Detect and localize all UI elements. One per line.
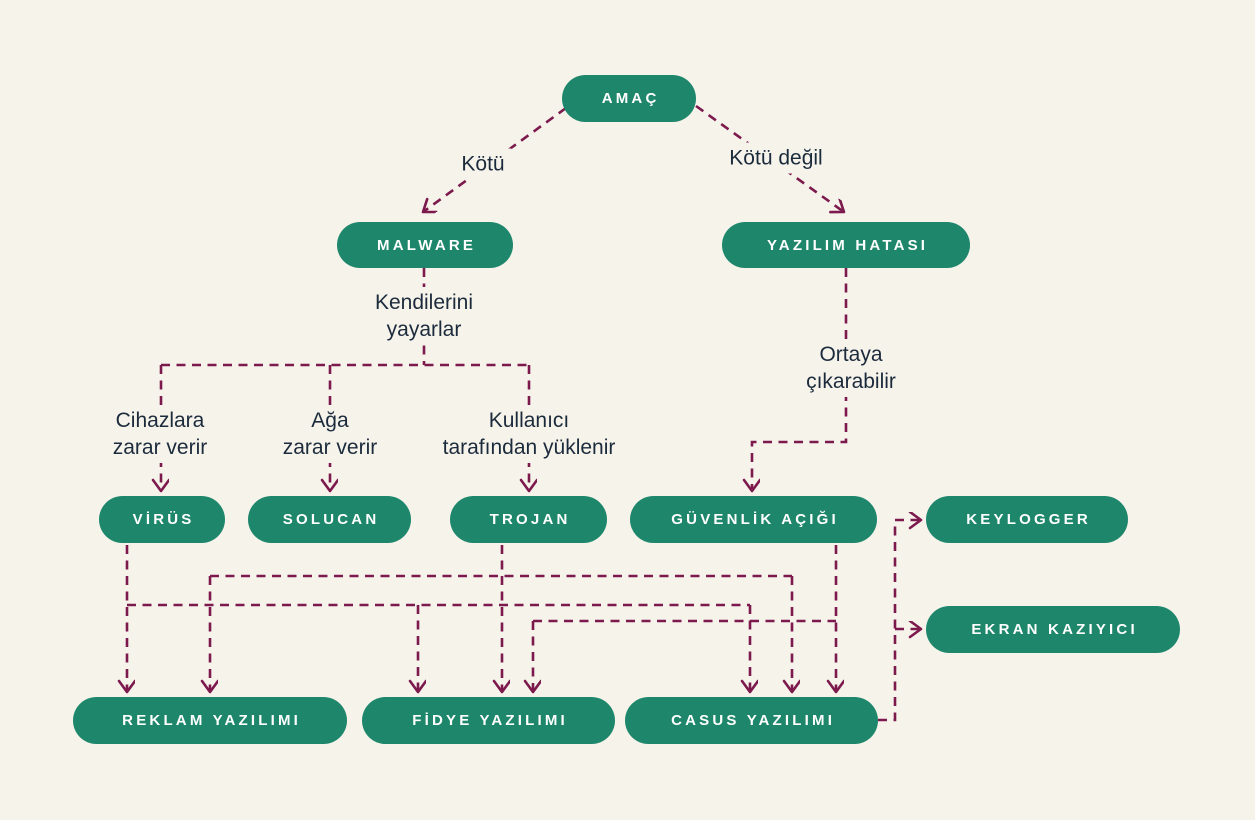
node-reklam-yazilimi: REKLAM YAZILIMI xyxy=(73,697,347,744)
edge-label-kullanici-tarafindan-yuklenir: Kullanıcı tarafından yüklenir xyxy=(435,405,623,463)
node-malware: MALWARE xyxy=(337,222,513,268)
edge-label-kotu: Kötü xyxy=(454,148,512,180)
node-trojan: TROJAN xyxy=(450,496,607,543)
edge-yazilim-hatasi-guvenlik-acigi xyxy=(752,268,848,491)
edge-casus-keylogger xyxy=(878,520,921,722)
node-solucan: SOLUCAN xyxy=(248,496,411,543)
edge-label-kotu-degil: Kötü değil xyxy=(722,142,830,174)
node-fidye-yazilimi: FİDYE YAZILIMI xyxy=(362,697,615,744)
node-amac: AMAÇ xyxy=(562,75,696,122)
node-casus-yazilimi: CASUS YAZILIMI xyxy=(625,697,878,744)
edge-amac-malware xyxy=(423,106,567,212)
node-virus: VİRÜS xyxy=(99,496,225,543)
edge-label-cihazlara-zarar-verir: Cihazlara zarar verir xyxy=(105,405,215,463)
edge-label-ortaya-cikarabilir: Ortaya çıkarabilir xyxy=(799,339,903,397)
node-ekran-kaziyici: EKRAN KAZIYICI xyxy=(926,606,1180,653)
edge-label-aga-zarar-verir: Ağa zarar verir xyxy=(275,405,385,463)
node-guvenlik-acigi: GÜVENLİK AÇIĞI xyxy=(630,496,877,543)
node-yazilim-hatasi: YAZILIM HATASI xyxy=(722,222,970,268)
edge-label-kendilerini-yayarlar: Kendilerini yayarlar xyxy=(367,287,481,345)
node-keylogger: KEYLOGGER xyxy=(926,496,1128,543)
